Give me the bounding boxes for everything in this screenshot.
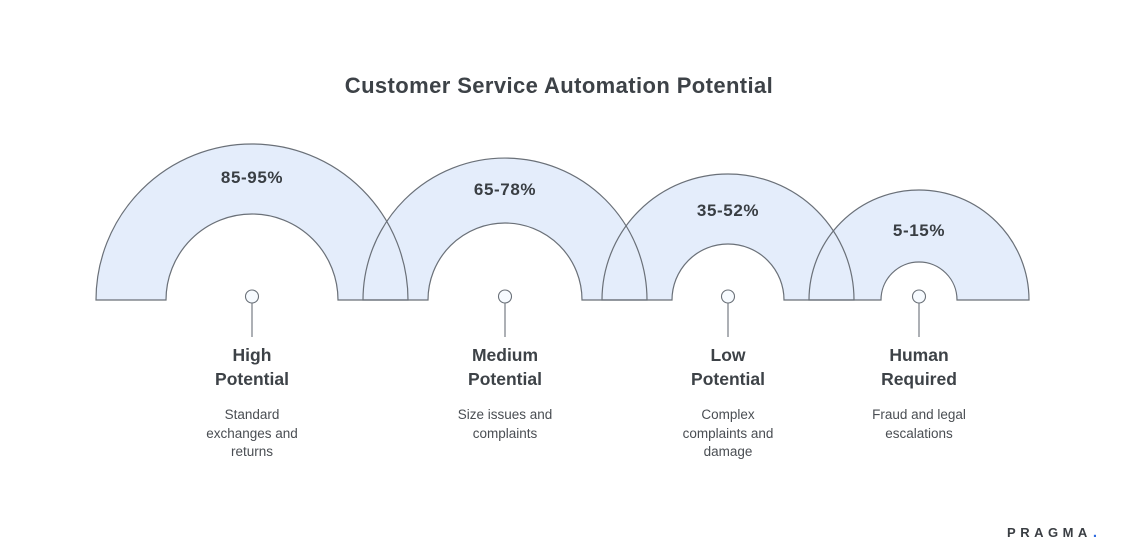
segment-caption-low: Low Potential Complex complaints and dam… xyxy=(628,344,828,462)
arch-shape-medium xyxy=(363,158,647,300)
marker-dot xyxy=(244,289,260,304)
marker-dot xyxy=(497,289,513,304)
arch-fills xyxy=(96,144,1029,300)
segment-description: Standard exchanges and returns xyxy=(206,407,298,459)
segment-caption-high: High Potential Standard exchanges and re… xyxy=(152,344,352,462)
range-label-medium: 65-78% xyxy=(473,180,537,199)
label-markers xyxy=(244,289,927,304)
segment-title: Low Potential xyxy=(691,345,765,389)
range-label-high: 85-95% xyxy=(220,168,284,187)
brand-logo: PRAGMA. xyxy=(1007,524,1097,541)
marker-dot xyxy=(911,289,927,304)
range-label-human: 5-15% xyxy=(892,221,946,240)
segment-title: Human Required xyxy=(881,345,957,389)
segment-description: Complex complaints and damage xyxy=(682,407,774,459)
arch-shape-high xyxy=(96,144,408,300)
label-connectors xyxy=(251,303,920,337)
page-title: Customer Service Automation Potential xyxy=(344,73,774,98)
arch-shape-low xyxy=(602,174,854,300)
brand-name: PRAGMA xyxy=(1007,525,1092,540)
segment-description: Fraud and legal escalations xyxy=(872,407,966,441)
segment-caption-human: Human Required Fraud and legal escalatio… xyxy=(819,344,1019,443)
range-label-low: 35-52% xyxy=(696,201,760,220)
arch-outlines xyxy=(95,143,1030,301)
segment-title: High Potential xyxy=(215,345,289,389)
arch-shape-human xyxy=(809,190,1029,300)
brand-dot: . xyxy=(1092,524,1097,541)
segment-caption-medium: Medium Potential Size issues and complai… xyxy=(405,344,605,443)
marker-dot xyxy=(720,289,736,304)
segment-description: Size issues and complaints xyxy=(457,407,553,441)
segment-title: Medium Potential xyxy=(468,345,542,389)
